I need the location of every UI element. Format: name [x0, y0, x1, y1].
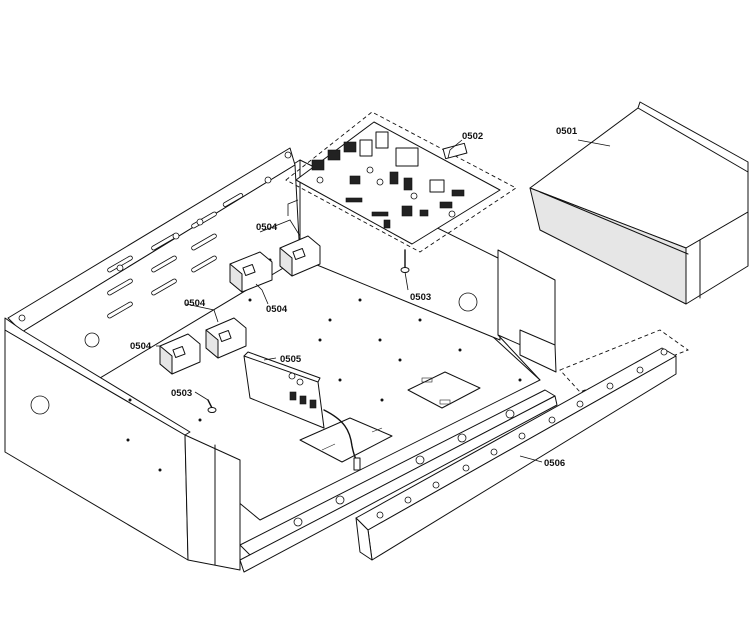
cover-side-face — [685, 211, 749, 305]
screw-upper — [400, 249, 410, 273]
rail-holes-row — [376, 348, 668, 519]
control-board — [285, 111, 517, 253]
callout-0504-middle-right: 0504 — [266, 304, 288, 315]
callout-0503-upper: 0503 — [410, 292, 431, 303]
relay-block — [159, 333, 201, 375]
top-cover — [529, 101, 749, 305]
callout-0504-middle-left: 0504 — [184, 298, 206, 309]
relay-blocks — [159, 235, 321, 375]
floor-plate — [407, 371, 481, 409]
cable-connector — [353, 457, 361, 471]
chassis-front-bracket — [184, 434, 241, 571]
display-board — [243, 351, 361, 471]
board-components — [311, 131, 465, 229]
callout-0504-top: 0504 — [256, 222, 278, 233]
chassis-left-side-lip — [4, 317, 191, 436]
callout-0502: 0502 — [462, 131, 483, 142]
rail-holes — [18, 151, 515, 527]
screw-lower — [207, 399, 217, 413]
rail-dashed-outline — [559, 329, 689, 393]
side-rail — [355, 329, 689, 561]
relay-block — [205, 317, 247, 359]
callout-0503-lower: 0503 — [171, 388, 192, 399]
relay-block — [279, 235, 321, 277]
callout-0505: 0505 — [280, 354, 302, 365]
floor-dots — [126, 258, 522, 472]
relay-block — [229, 251, 273, 293]
callout-labels: 0501 0502 0503 0503 0504 0504 0504 0504 … — [130, 126, 578, 469]
callout-0501: 0501 — [556, 126, 578, 137]
rail-end — [355, 517, 373, 561]
floor-cover — [299, 417, 393, 463]
callout-leaders — [156, 139, 611, 463]
chassis — [4, 147, 558, 573]
callout-0504-left: 0504 — [130, 341, 152, 352]
callout-0506: 0506 — [544, 458, 565, 469]
